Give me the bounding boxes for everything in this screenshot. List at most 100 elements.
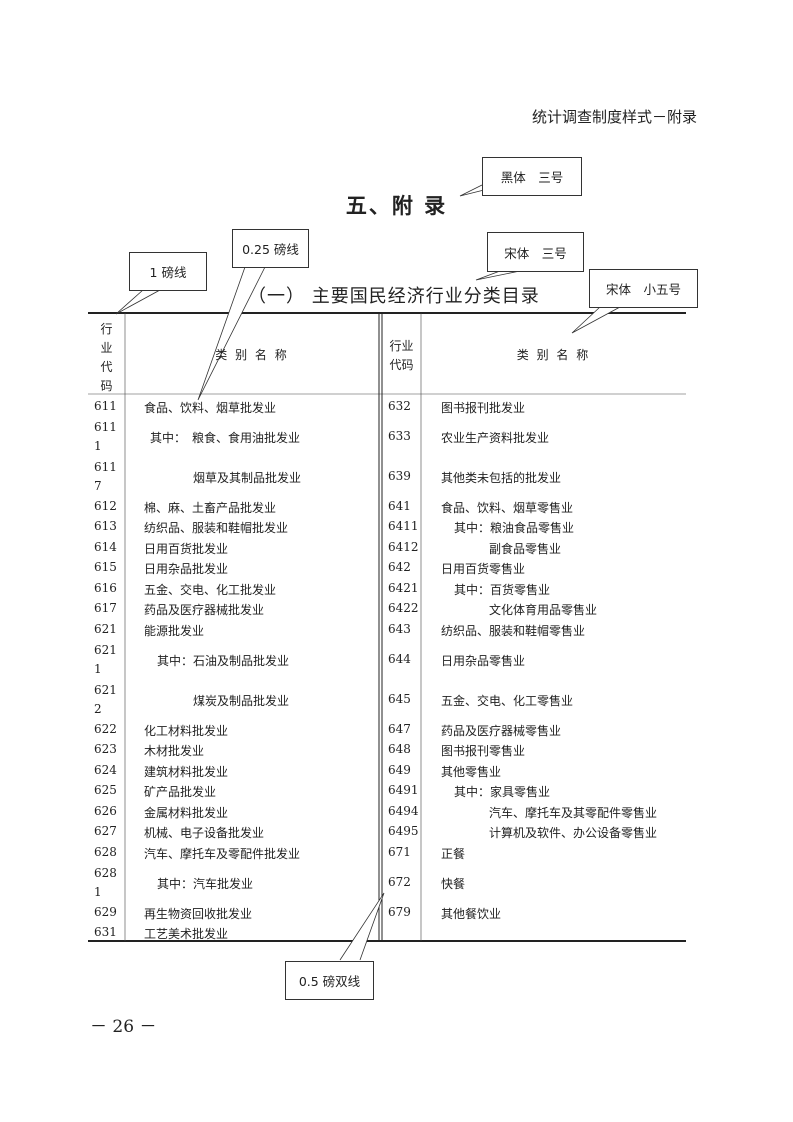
table-row-code: 627 — [94, 824, 117, 838]
callout-heiti: 黑体 三号 — [482, 157, 582, 196]
left-code-header: 行 业 代 码 — [100, 322, 113, 393]
table-row-name: 能源批发业 — [144, 624, 205, 638]
table-row-name: 药品及医疗器械零售业 — [441, 724, 562, 738]
right-code-header: 行业 代码 — [389, 339, 414, 372]
table-row-name: 食品、饮料、烟草零售业 — [441, 501, 574, 515]
table-row-code: 6491 — [388, 783, 419, 797]
table-row-name: 工艺美术批发业 — [144, 927, 229, 941]
table-row-code: 649 — [388, 763, 411, 777]
callout-songti5: 宋体 小五号 — [589, 269, 698, 308]
table-row-code: 613 — [94, 519, 117, 533]
table-row-name: 五金、交电、化工零售业 — [441, 694, 574, 708]
table-row-name: 副食品零售业 — [489, 542, 562, 556]
pointer-pound05 — [339, 892, 385, 961]
table-row-name: 日用百货零售业 — [441, 562, 526, 576]
table-row-code: 616 — [94, 581, 117, 595]
table-row-code: 643 — [388, 622, 411, 636]
table-row-code: 628 — [94, 845, 117, 859]
table-row-name: 图书报刊零售业 — [441, 744, 526, 758]
table-row-name: 正餐 — [441, 847, 466, 861]
table-row-code: 625 — [94, 783, 117, 797]
table-row-name: 建筑材料批发业 — [144, 765, 229, 779]
table-row-name: 汽车、摩托车及零配件批发业 — [144, 847, 301, 861]
table-row-code: 645 — [388, 692, 411, 706]
table-row-code: 633 — [388, 429, 411, 443]
table-row-name: 棉、麻、土畜产品批发业 — [144, 501, 277, 515]
table-row-code: 647 — [388, 722, 411, 736]
section-title: （一） 主要国民经济行业分类目录 — [248, 286, 540, 307]
table-row-name: 其中：家具零售业 — [454, 785, 551, 799]
table-row-code: 6412 — [388, 540, 419, 554]
table-row-code: 624 — [94, 763, 117, 777]
table-row-code: 631 — [94, 925, 117, 939]
table-row-name: 图书报刊批发业 — [441, 401, 526, 415]
table-row-code: 611 7 — [94, 460, 117, 493]
table-row-name: 其他类未包括的批发业 — [441, 471, 562, 485]
table-row-name: 农业生产资料批发业 — [441, 431, 550, 445]
table-row-name: 其中： 粮食、食用油批发业 — [150, 431, 301, 445]
table-row-code: 644 — [388, 652, 411, 666]
table-row-name: 计算机及软件、办公设备零售业 — [489, 826, 658, 840]
table-row-code: 639 — [388, 469, 411, 483]
right-name-header: 类 别 名 称 — [516, 348, 591, 362]
table-row-code: 632 — [388, 399, 411, 413]
table-row-name: 木材批发业 — [144, 744, 205, 758]
table-row-name: 金属材料批发业 — [144, 806, 229, 820]
table-row-code: 6411 — [388, 519, 419, 533]
table-row-code: 622 — [94, 722, 117, 736]
pointer-songti5 — [571, 306, 621, 334]
table-row-code: 6495 — [388, 824, 419, 838]
table-row-code: 6422 — [388, 601, 419, 615]
table-row-code: 629 — [94, 905, 117, 919]
table-row-code: 648 — [388, 742, 411, 756]
left-name-header: 类 别 名 称 — [215, 348, 289, 362]
pointer-pound1 — [115, 289, 161, 315]
table-row-name: 矿产品批发业 — [144, 785, 217, 799]
table-row-code: 617 — [94, 601, 117, 615]
table-row-code: 623 — [94, 742, 117, 756]
table-row-name: 日用杂品批发业 — [144, 562, 229, 576]
table-row-name: 日用百货批发业 — [144, 542, 229, 556]
table-row-code: 6421 — [388, 581, 419, 595]
table-row-code: 6494 — [388, 804, 419, 818]
pointer-songti3 — [475, 270, 521, 281]
table-row-code: 611 1 — [94, 420, 117, 453]
table-row-name: 其他零售业 — [441, 765, 502, 779]
callout-pound1: 1 磅线 — [129, 252, 207, 291]
table-row-name: 其中：百货零售业 — [454, 583, 551, 597]
callout-songti3: 宋体 三号 — [487, 232, 584, 272]
table-row-code: 679 — [388, 905, 411, 919]
table-row-name: 其中：汽车批发业 — [157, 877, 254, 891]
table-row-code: 621 — [94, 622, 117, 636]
table-row-code: 642 — [388, 560, 411, 574]
table-row-code: 615 — [94, 560, 117, 574]
callout-pound05: 0.5 磅双线 — [285, 961, 374, 1000]
table-row-name: 纺织品、服装和鞋帽零售业 — [441, 624, 586, 638]
table-row-name: 其中：石油及制品批发业 — [157, 654, 290, 668]
callout-pound025: 0.25 磅线 — [232, 229, 309, 268]
table-row-code: 611 — [94, 399, 117, 413]
table-row-code: 621 2 — [94, 683, 117, 716]
table-row-name: 煤炭及制品批发业 — [193, 694, 290, 708]
table-row-name: 快餐 — [441, 877, 466, 891]
table-row-name: 汽车、摩托车及其零配件零售业 — [489, 806, 658, 820]
page-title: 五、附 录 — [345, 194, 448, 218]
table-row-name: 食品、饮料、烟草批发业 — [144, 401, 277, 415]
page-number: － 26 － — [90, 1017, 157, 1037]
table-row-code: 626 — [94, 804, 117, 818]
table-row-name: 机械、电子设备批发业 — [144, 826, 265, 840]
table-row-name: 文化体育用品零售业 — [489, 603, 598, 617]
table-row-name: 化工材料批发业 — [144, 724, 229, 738]
table-row-name: 五金、交电、化工批发业 — [144, 583, 277, 597]
table-row-code: 614 — [94, 540, 117, 554]
table-row-code: 671 — [388, 845, 411, 859]
table-row-code: 612 — [94, 499, 117, 513]
table-row-name: 其他餐饮业 — [441, 907, 502, 921]
table-row-name: 纺织品、服装和鞋帽批发业 — [144, 521, 289, 535]
table-row-name: 烟草及其制品批发业 — [193, 471, 302, 485]
table-row-name: 其中：粮油食品零售业 — [454, 521, 575, 535]
table-row-name: 药品及医疗器械批发业 — [144, 603, 265, 617]
page-header: 统计调查制度样式－附录 — [531, 108, 697, 126]
table-row-name: 日用杂品零售业 — [441, 654, 526, 668]
table-row-code: 621 1 — [94, 643, 117, 676]
